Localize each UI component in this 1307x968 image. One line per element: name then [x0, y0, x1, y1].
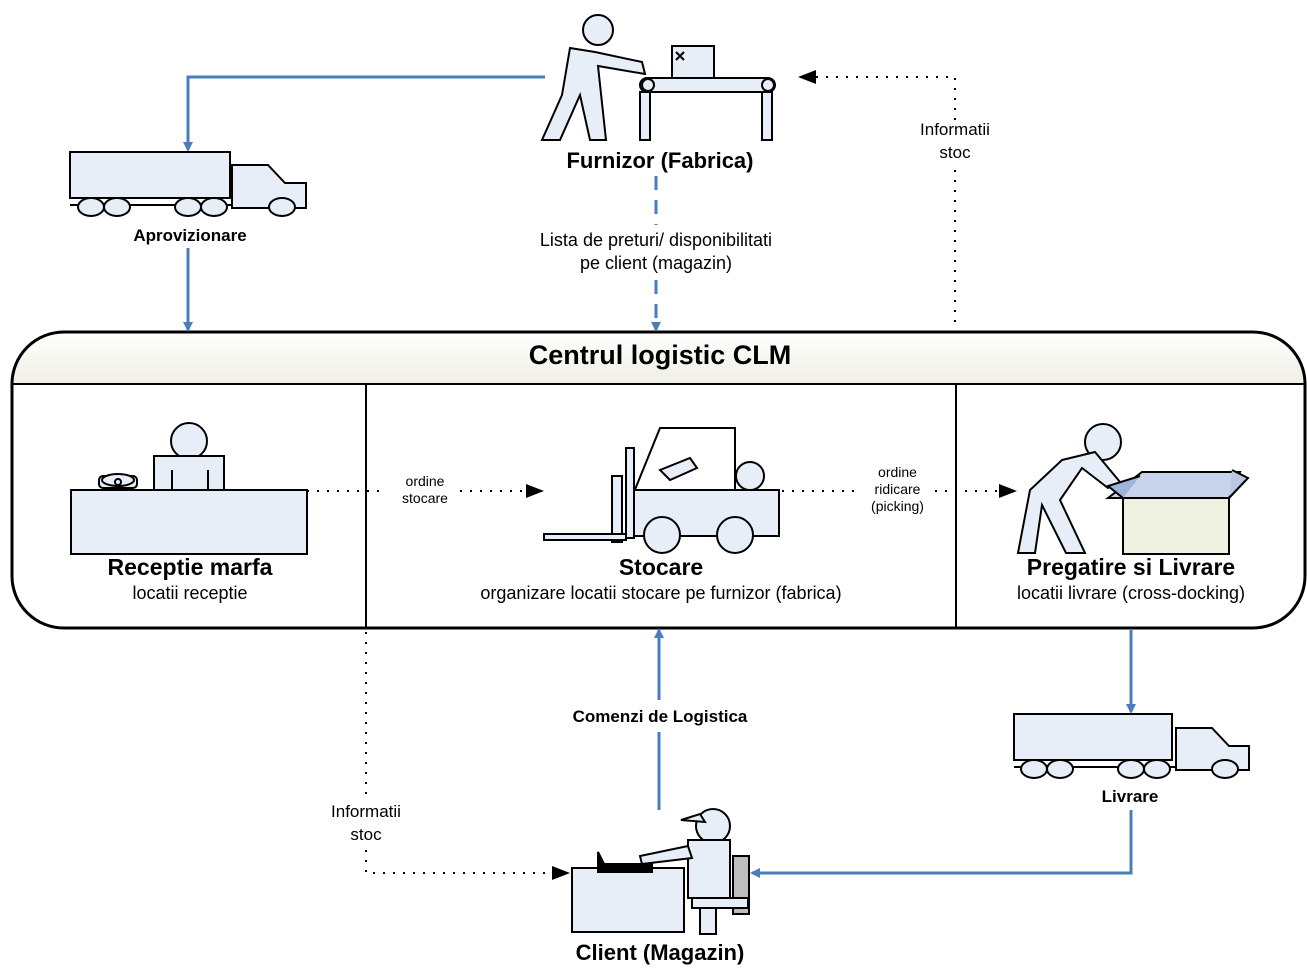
price-list-label-line2: pe client (magazin) [579, 253, 733, 273]
supplier-label: Furnizor (Fabrica) [566, 148, 754, 173]
receiving-section-title: Receptie marfa [107, 554, 273, 580]
factory-worker-conveyor-icon [540, 14, 776, 141]
stock-info-bottom-dotted-arrow [365, 632, 570, 880]
storage-section-title: Stocare [618, 554, 704, 580]
storage-orders-line1: ordine [405, 473, 445, 489]
stock-info-top-line1: Informatii [920, 120, 990, 139]
picking-section-title: Pregatire si Livrare [1026, 554, 1236, 580]
logistics-center-box [10, 330, 1307, 630]
client-label: Client (Magazin) [575, 940, 745, 965]
client-computer-worker-icon [571, 808, 750, 935]
picking-section-subtitle: locatii livrare (cross-docking) [1016, 583, 1246, 603]
picking-orders-line2: ridicare [874, 481, 921, 497]
center-title: Centrul logistic CLM [528, 340, 792, 370]
procurement-flow-arrows [183, 75, 545, 332]
logistics-orders-label: Comenzi de Logistica [572, 707, 748, 726]
stock-info-bottom-line1: Informatii [331, 802, 401, 821]
picking-orders-line1: ordine [878, 464, 917, 480]
reception-desk-icon [70, 422, 308, 555]
forklift-icon [543, 427, 780, 554]
receiving-section-subtitle: locatii receptie [132, 583, 248, 603]
picking-orders-line3: (picking) [871, 498, 924, 514]
stock-info-top-dotted-arrow [798, 70, 956, 322]
storage-section-subtitle: organizare locatii stocare pe furnizor (… [480, 583, 842, 603]
delivery-truck-icon [1013, 713, 1250, 779]
stock-info-bottom-line2: stoc [350, 825, 382, 844]
delivery-flow-arrows [750, 630, 1136, 878]
price-list-label-line1: Lista de preturi/ disponibilitati [539, 230, 773, 250]
delivery-label: Livrare [1101, 787, 1159, 806]
procurement-truck-icon [69, 151, 307, 217]
procurement-label: Aprovizionare [133, 226, 247, 245]
picker-worker-box-icon [1016, 423, 1250, 555]
stock-info-top-line2: stoc [939, 143, 971, 162]
storage-orders-line2: stocare [402, 490, 448, 506]
